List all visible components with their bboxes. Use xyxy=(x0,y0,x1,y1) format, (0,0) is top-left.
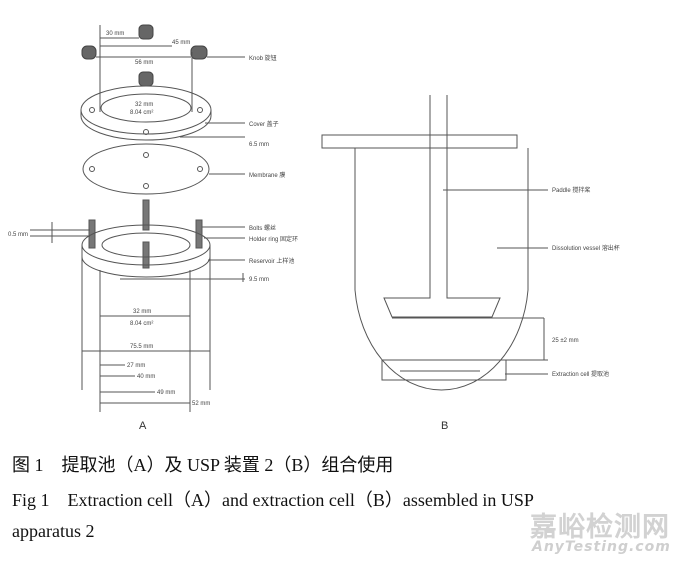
svg-text:Paddle 搅拌桨: Paddle 搅拌桨 xyxy=(552,186,590,194)
caption-english-line2: apparatus 2 xyxy=(12,521,95,541)
svg-text:8.04 cm²: 8.04 cm² xyxy=(130,321,153,327)
panel-a-labels: 30 mm 45 mm 56 mm Knob 旋钮 32 mm 8.04 cm²… xyxy=(8,31,298,432)
svg-text:Dissolution vessel 溶出杯: Dissolution vessel 溶出杯 xyxy=(552,244,620,252)
svg-text:Reservoir 上样池: Reservoir 上样池 xyxy=(249,257,294,265)
svg-text:56 mm: 56 mm xyxy=(135,60,153,66)
svg-text:Bolts 螺丝: Bolts 螺丝 xyxy=(249,224,276,232)
svg-text:52 mm: 52 mm xyxy=(192,401,210,407)
watermark-english: AnyTesting.com xyxy=(532,539,671,555)
svg-text:45 mm: 45 mm xyxy=(172,40,190,46)
caption-english-line1: Fig 1 Extraction cell（A）and extraction c… xyxy=(12,490,534,510)
svg-text:75.5 mm: 75.5 mm xyxy=(130,344,153,350)
caption-chinese: 图 1 提取池（A）及 USP 装置 2（B）组合使用 xyxy=(12,455,394,475)
svg-text:Holder ring 固定环: Holder ring 固定环 xyxy=(249,235,298,243)
panel-a-label: A xyxy=(139,420,147,432)
svg-text:Cover 盖子: Cover 盖子 xyxy=(249,120,279,128)
svg-text:8.04 cm²: 8.04 cm² xyxy=(130,110,153,116)
knob-icon xyxy=(138,24,154,40)
svg-text:40 mm: 40 mm xyxy=(137,374,155,380)
svg-text:25 ±2 mm: 25 ±2 mm xyxy=(552,338,579,344)
svg-text:Extraction cell 提取池: Extraction cell 提取池 xyxy=(552,370,609,378)
svg-text:0.5 mm: 0.5 mm xyxy=(8,232,28,238)
panel-a-diagram xyxy=(30,24,245,412)
watermark-chinese: 嘉峪检测网 xyxy=(530,512,670,543)
figure-diagram: 30 mm 45 mm 56 mm Knob 旋钮 32 mm 8.04 cm²… xyxy=(8,24,620,432)
knob-icon xyxy=(190,45,208,60)
svg-text:32 mm: 32 mm xyxy=(133,309,151,315)
panel-b-label: B xyxy=(441,420,448,432)
svg-text:9.5 mm: 9.5 mm xyxy=(249,277,269,283)
svg-text:49 mm: 49 mm xyxy=(157,390,175,396)
knobs xyxy=(81,24,208,87)
svg-text:Membrane 膜: Membrane 膜 xyxy=(249,171,285,179)
knob-icon xyxy=(138,71,154,87)
svg-text:Knob 旋钮: Knob 旋钮 xyxy=(249,54,277,62)
knob-icon xyxy=(81,45,97,60)
svg-text:27 mm: 27 mm xyxy=(127,363,145,369)
svg-text:6.5 mm: 6.5 mm xyxy=(249,142,269,148)
svg-text:30 mm: 30 mm xyxy=(106,31,124,37)
svg-text:32 mm: 32 mm xyxy=(135,102,153,108)
panel-b-labels: Paddle 搅拌桨 Dissolution vessel 溶出杯 25 ±2 … xyxy=(441,186,620,432)
panel-b-diagram xyxy=(321,95,548,391)
